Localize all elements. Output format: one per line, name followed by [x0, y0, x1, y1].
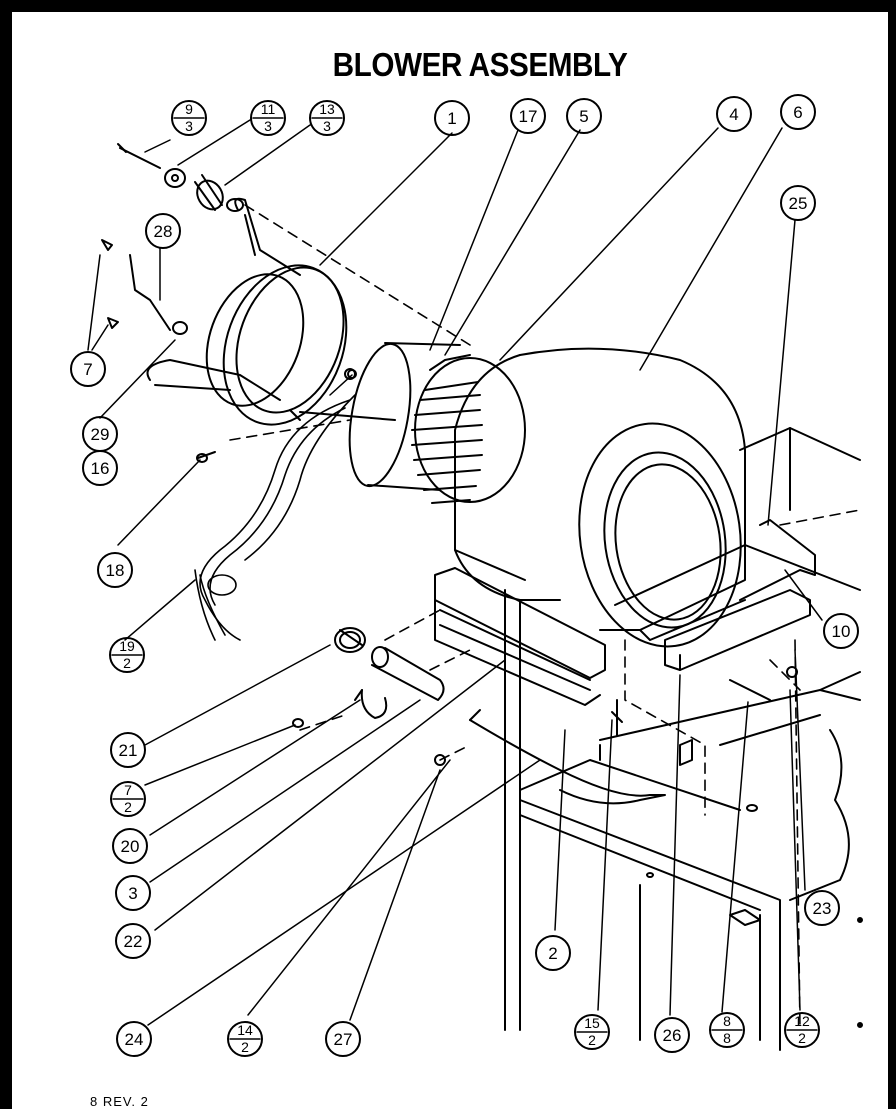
- diagram-title: BLOWER ASSEMBLY: [332, 46, 628, 83]
- callout-9-3-bottom: 3: [185, 118, 193, 134]
- callout-28-label: 28: [154, 222, 173, 241]
- callout-12-2-bottom: 2: [798, 1030, 806, 1046]
- callout-5: 5: [566, 98, 602, 134]
- callout-2: 2: [535, 935, 571, 971]
- hardware-small-parts: [101, 143, 356, 463]
- callout-28: 28: [145, 213, 181, 249]
- motor: [299, 342, 461, 491]
- callout-17-label: 17: [519, 107, 538, 126]
- callout-16-label: 16: [91, 459, 110, 478]
- cabinet-frame: [504, 427, 861, 1051]
- callout-15-2-top: 15: [584, 1015, 600, 1031]
- exploded-view-drawing: 1 17 5 4 6 25 28 7 29 16 18 10 21 20 3 2…: [70, 94, 863, 1057]
- callout-17: 17: [510, 98, 546, 134]
- callout-20-label: 20: [121, 837, 140, 856]
- callout-7-2-bottom: 2: [124, 799, 132, 815]
- callout-2-label: 2: [548, 944, 557, 963]
- callout-13-3-bottom: 3: [323, 118, 331, 134]
- callout-21: 21: [110, 732, 146, 768]
- callout-22: 22: [115, 923, 151, 959]
- callout-8-8-top: 8: [723, 1013, 731, 1029]
- callout-3-label: 3: [128, 884, 137, 903]
- callout-24-label: 24: [125, 1030, 144, 1049]
- blower-housing: [454, 347, 746, 648]
- callout-14-2: 142: [227, 1021, 263, 1057]
- callout-7-2-top: 7: [124, 782, 132, 798]
- callout-19-2: 192: [109, 637, 145, 673]
- callout-20: 20: [112, 828, 148, 864]
- callout-27-label: 27: [334, 1030, 353, 1049]
- callout-26-label: 26: [663, 1026, 682, 1045]
- callout-11-3-top: 11: [261, 101, 276, 117]
- leader-lines: [87, 119, 823, 1026]
- callout-23: 23: [804, 890, 840, 926]
- blower-wheel: [411, 354, 526, 504]
- callout-15-2-bottom: 2: [588, 1032, 596, 1048]
- callout-1: 1: [434, 100, 470, 136]
- diagram-sheet: BLOWER ASSEMBLY 8 REV. 2: [12, 12, 888, 1109]
- callout-14-2-bottom: 2: [241, 1039, 249, 1055]
- callout-11-3-bottom: 3: [264, 118, 272, 134]
- callout-13-3: 133: [309, 100, 345, 136]
- callout-5-label: 5: [579, 107, 588, 126]
- callout-25: 25: [780, 185, 816, 221]
- callout-6: 6: [780, 94, 816, 130]
- callout-4: 4: [716, 96, 752, 132]
- callout-22-label: 22: [124, 932, 143, 951]
- callout-14-2-top: 14: [237, 1022, 253, 1038]
- callout-4-label: 4: [729, 105, 738, 124]
- callout-7: 7: [70, 351, 106, 387]
- callout-10-label: 10: [832, 622, 851, 641]
- callout-8-8-bottom: 8: [723, 1030, 731, 1046]
- callout-29-label: 29: [91, 425, 110, 444]
- callout-12-2: 122: [784, 1012, 820, 1048]
- callout-10: 10: [823, 613, 859, 649]
- callout-9-3-top: 9: [185, 101, 193, 117]
- edge-marks: [857, 917, 863, 1028]
- callout-8-8: 88: [709, 1012, 745, 1048]
- callout-27: 27: [325, 1021, 361, 1057]
- callout-23-label: 23: [813, 899, 832, 918]
- callout-9-3: 93: [171, 100, 207, 136]
- callout-19-2-bottom: 2: [123, 655, 131, 671]
- callout-6-label: 6: [793, 103, 802, 122]
- callout-11-3: 113: [250, 100, 286, 136]
- callout-18: 18: [97, 552, 133, 588]
- callout-19-2-top: 19: [119, 638, 135, 654]
- wire-harness: [194, 394, 356, 641]
- callout-13-3-top: 13: [319, 101, 335, 117]
- callout-29: 29: [82, 416, 118, 452]
- callout-25-label: 25: [789, 194, 808, 213]
- capacitor-and-strap: [292, 627, 446, 766]
- callout-15-2: 152: [574, 1014, 610, 1050]
- motor-mount-ring: [146, 197, 348, 426]
- mounting-brackets: [434, 519, 816, 805]
- callout-7-label: 7: [83, 360, 92, 379]
- callout-1-label: 1: [447, 109, 456, 128]
- revision-note: 8 REV. 2: [90, 1094, 149, 1109]
- callout-7-2: 72: [110, 781, 146, 817]
- callout-18-label: 18: [106, 561, 125, 580]
- callout-12-2-top: 12: [794, 1013, 810, 1029]
- callout-3: 3: [115, 875, 151, 911]
- callout-21-label: 21: [119, 741, 138, 760]
- callout-24: 24: [116, 1021, 152, 1057]
- callout-26: 26: [654, 1017, 690, 1053]
- callout-16: 16: [82, 450, 118, 486]
